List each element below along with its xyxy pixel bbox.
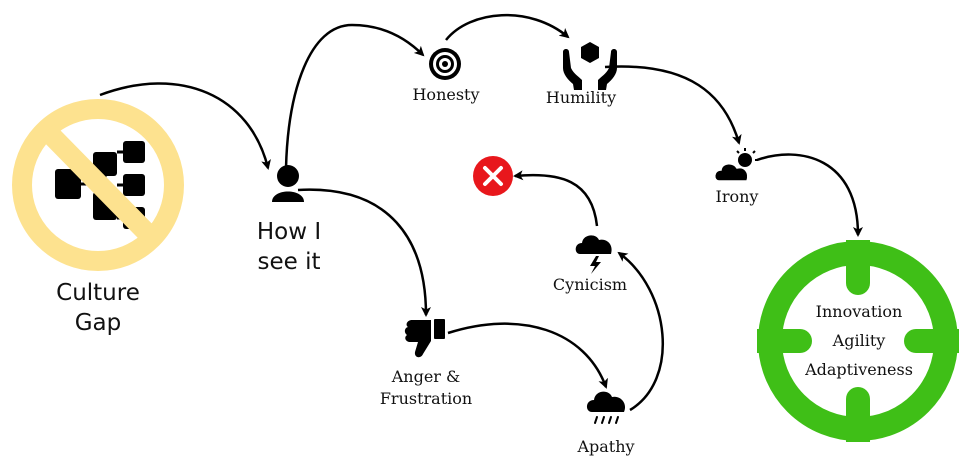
cynicism-label: Cynicism [552,275,628,294]
goal-label-innovation: Innovation [815,302,903,321]
how-i-see-it-label-line1: How I [256,219,322,245]
arrow-cynicism-to-fail [513,170,599,227]
goal-label: Innovation Agility Adaptiveness [805,297,913,384]
culture-gap-label: Culture Gap [56,278,140,338]
storm-cloud-icon [575,235,612,274]
culture-gap-label-line2: Gap [74,310,122,336]
no-org-chart-icon [12,99,184,271]
hands-holding-cube-icon [563,42,617,90]
arrow-humility-to-irony [604,65,742,145]
goal-label-adaptiveness: Adaptiveness [805,360,913,379]
rain-cloud-icon [586,391,626,424]
arrow-howisee-to-honesty [284,23,425,169]
red-x-icon [473,156,513,196]
honesty-label: Honesty [412,85,480,104]
person-icon [272,165,304,202]
goal-label-agility: Agility [832,331,886,350]
how-i-see-it-label-line2: see it [257,249,321,275]
crosshair-target-icon [757,240,959,442]
connectors [99,13,863,412]
arrow-culture-to-howisee [99,82,271,170]
arrow-anger-to-apathy [447,322,608,389]
anger-frustration-label: Anger & Frustration [380,366,472,410]
culture-gap-label-line1: Culture [56,280,140,306]
arrow-honesty-to-humility [445,13,570,41]
arrow-irony-to-goal [756,153,863,237]
arrow-apathy-to-cynicism [617,251,664,412]
anger-frustration-label-line1: Anger & [391,367,461,386]
arrow-howisee-to-anger [297,188,431,317]
humility-label: Humility [545,88,617,107]
sun-behind-cloud-icon [714,148,758,182]
how-i-see-it-label: How I see it [257,217,321,277]
thumbs-down-icon [404,319,445,358]
apathy-label: Apathy [577,437,635,456]
target-icon [429,48,461,80]
irony-label: Irony [715,187,759,206]
anger-frustration-label-line2: Frustration [379,389,473,408]
